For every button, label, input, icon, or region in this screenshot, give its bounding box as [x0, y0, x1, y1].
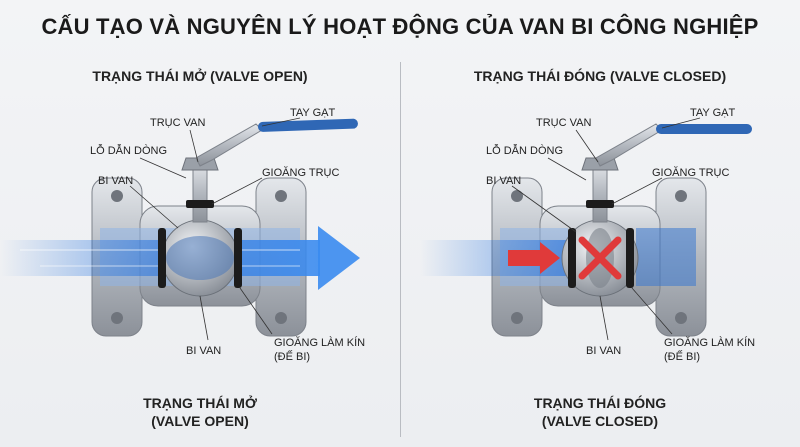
stem-seal — [186, 200, 214, 208]
label-stem: TRỤC VAN — [150, 117, 205, 129]
closed-valve-diagram: TAY GẠT TRỤC VAN LỖ DẪN DÒNG GIOĂNG TRỤC… — [420, 107, 755, 363]
closed-caption-line2: (VALVE CLOSED) — [541, 413, 659, 429]
left-seat-seal — [568, 228, 576, 288]
leader-lines — [511, 117, 701, 341]
open-valve-diagram: TAY GẠT TRỤC VAN LỖ DẪN DÒNG GIOĂNG TRỤC… — [0, 107, 365, 363]
label-stem: TRỤC VAN — [536, 117, 591, 129]
open-caption-line1: TRẠNG THÁI MỞ — [143, 395, 257, 411]
label-ball-top: BI VAN — [486, 175, 521, 187]
page-title: CẤU TẠO VÀ NGUYÊN LÝ HOẠT ĐỘNG CỦA VAN B… — [41, 14, 759, 39]
stem — [192, 161, 208, 223]
label-ball-bottom: BI VAN — [586, 345, 621, 357]
label-handle: TAY GẠT — [690, 107, 736, 119]
closed-caption-line1: TRẠNG THÁI ĐÓNG — [533, 395, 667, 411]
label-seat-seal-line2: (ĐẾ BI) — [664, 350, 700, 363]
handle — [195, 118, 358, 167]
right-seat-seal — [234, 228, 242, 288]
closed-state-heading: TRẠNG THÁI ĐÓNG (VALVE CLOSED) — [473, 68, 727, 84]
label-stem-seal: GIOĂNG TRỤC — [652, 166, 729, 179]
label-stem-seal: GIOĂNG TRỤC — [262, 166, 339, 179]
valve-bore-downstream — [636, 228, 696, 286]
right-seat-seal — [626, 228, 634, 288]
label-handle: TAY GẠT — [290, 107, 336, 119]
label-flow-hole: LỖ DẪN DÒNG — [90, 144, 167, 157]
stem — [592, 161, 608, 223]
stem-seal — [586, 200, 614, 208]
label-seat-seal-line2: (ĐẾ BI) — [274, 350, 310, 363]
panel-divider — [400, 62, 401, 437]
handle — [595, 123, 752, 167]
label-flow-hole: LỖ DẪN DÒNG — [486, 144, 563, 157]
label-ball-top: BI VAN — [98, 175, 133, 187]
left-seat-seal — [158, 228, 166, 288]
ball — [161, 219, 239, 297]
blocked-flow-arrow — [508, 242, 560, 274]
open-state-caption: TRẠNG THÁI MỞ (VALVE OPEN) — [0, 394, 400, 430]
open-caption-line2: (VALVE OPEN) — [151, 413, 249, 429]
label-seat-seal-line1: GIOĂNG LÀM KÍN — [664, 336, 755, 349]
closed-state-caption: TRẠNG THÁI ĐÓNG (VALVE CLOSED) — [400, 394, 800, 430]
label-seat-seal-line1: GIOĂNG LÀM KÍN — [274, 336, 365, 349]
label-ball-bottom: BI VAN — [186, 345, 221, 357]
leader-lines — [129, 117, 301, 341]
open-state-heading: TRẠNG THÁI MỞ (VALVE OPEN) — [92, 68, 308, 84]
closed-x-mark — [578, 236, 622, 280]
